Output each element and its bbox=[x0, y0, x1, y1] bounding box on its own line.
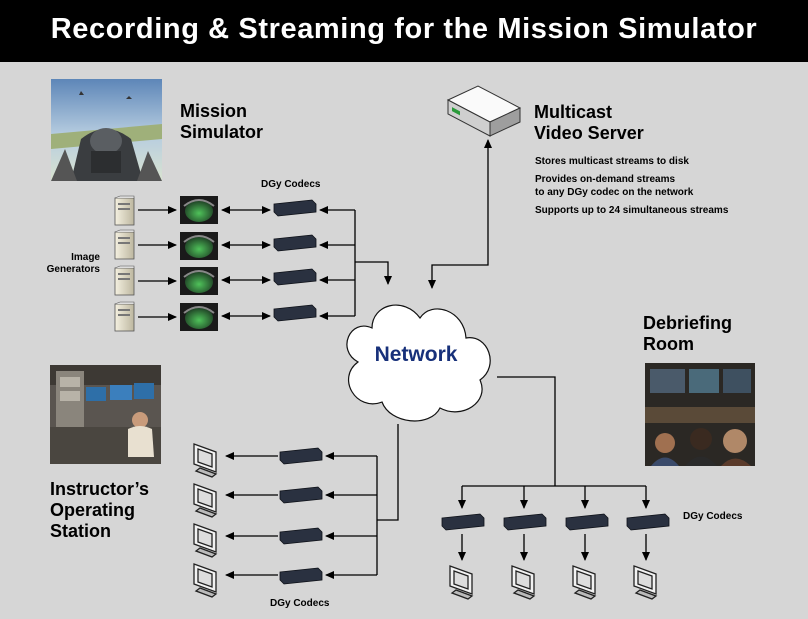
debriefing-line-1: Debriefing bbox=[643, 313, 733, 333]
title-bar: Recording & Streaming for the Mission Si… bbox=[0, 0, 808, 62]
page-title: Recording & Streaming for the Mission Si… bbox=[50, 13, 758, 45]
instructor-line-1: Instructor’s bbox=[50, 479, 150, 499]
codecs-label-top: DGy Codecs bbox=[261, 179, 321, 190]
instructor-station-label: Instructor’s Operating Station bbox=[50, 479, 149, 542]
server-features-list: Stores multicast streams to disk Provide… bbox=[535, 155, 728, 217]
mission-simulator-label: Mission Simulator bbox=[180, 101, 263, 143]
debriefing-room-label: Debriefing Room bbox=[643, 313, 732, 355]
multicast-server-label: Multicast Video Server bbox=[534, 102, 644, 144]
connection-arrows bbox=[138, 139, 650, 579]
debriefing-line-2: Room bbox=[643, 334, 694, 354]
codec-units-top bbox=[273, 199, 317, 322]
image-generators-label: Image Generators bbox=[40, 252, 100, 276]
multicast-line-2: Video Server bbox=[534, 123, 644, 143]
cockpit-photo bbox=[51, 79, 162, 181]
codec-units-debriefing bbox=[441, 513, 670, 531]
instructor-line-3: Station bbox=[50, 521, 111, 541]
cockpit-displays bbox=[180, 196, 218, 331]
feature-item: Provides on-demand streams bbox=[535, 174, 676, 185]
image-generators-line-2: Generators bbox=[46, 264, 100, 275]
monitors-instructor bbox=[193, 443, 218, 598]
feature-item: to any DGy codec on the network bbox=[535, 187, 694, 198]
monitors-debriefing bbox=[449, 565, 658, 600]
feature-item: Stores multicast streams to disk bbox=[535, 156, 689, 167]
network-label: Network bbox=[374, 343, 458, 366]
mission-simulator-line-2: Simulator bbox=[180, 122, 264, 142]
multicast-line-1: Multicast bbox=[534, 102, 613, 122]
mission-simulator-line-1: Mission bbox=[180, 101, 248, 121]
codecs-label-right: DGy Codecs bbox=[683, 511, 743, 522]
instructor-station-photo bbox=[50, 365, 161, 464]
instructor-line-2: Operating bbox=[50, 500, 136, 520]
codec-units-instructor bbox=[279, 447, 323, 585]
image-generator-towers bbox=[114, 195, 135, 332]
image-generators-line-1: Image bbox=[71, 252, 100, 263]
feature-item: Supports up to 24 simultaneous streams bbox=[535, 205, 729, 216]
multicast-video-server bbox=[446, 85, 522, 137]
network-cloud bbox=[346, 304, 491, 422]
codecs-label-bottom: DGy Codecs bbox=[270, 598, 330, 609]
debriefing-room-photo bbox=[645, 363, 755, 466]
